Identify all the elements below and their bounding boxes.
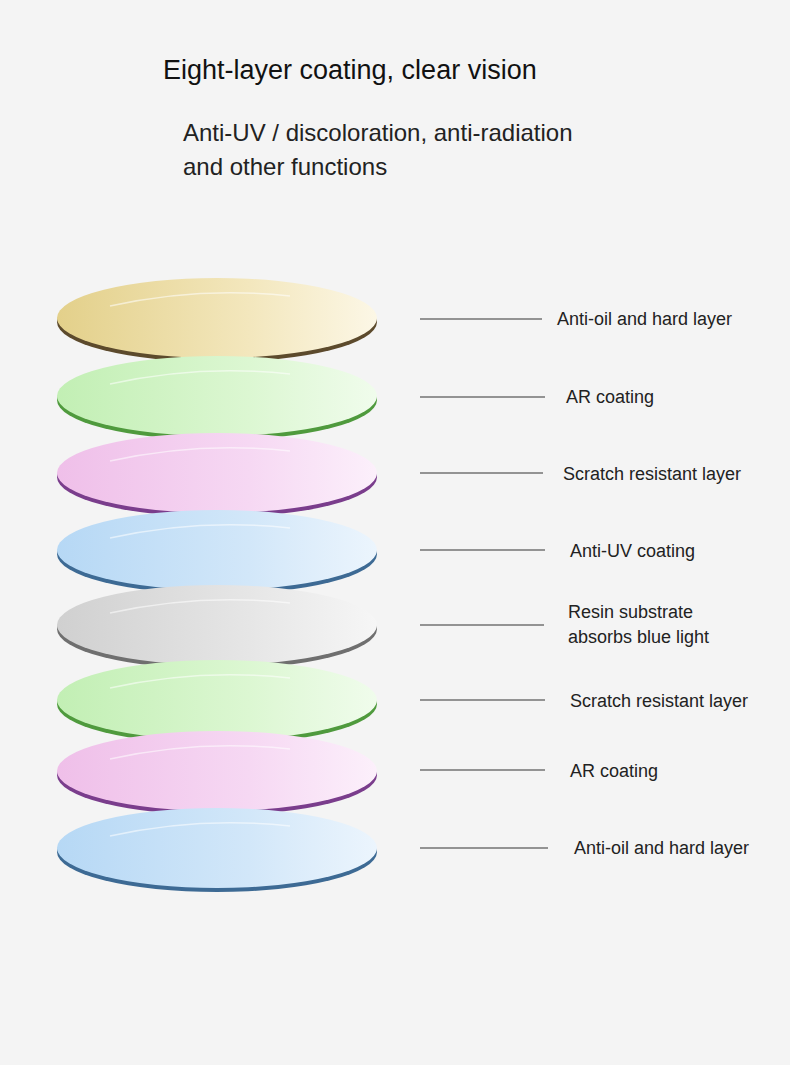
disc-highlights	[110, 293, 290, 836]
layer-label: Resin substrate absorbs blue light	[568, 600, 758, 650]
layer-label: AR coating	[566, 385, 654, 410]
disc-pink	[57, 731, 377, 811]
layer-label: Anti-UV coating	[570, 539, 695, 564]
disc-gold	[57, 278, 377, 358]
layer-label: Anti-oil and hard layer	[557, 307, 732, 332]
page-title: Eight-layer coating, clear vision	[163, 55, 537, 86]
layer-label: Scratch resistant layer	[563, 462, 741, 487]
disc-blue	[57, 808, 377, 888]
leader-lines	[420, 319, 548, 848]
layer-label: AR coating	[570, 759, 658, 784]
disc-blue	[57, 510, 377, 590]
disc-green	[57, 660, 377, 740]
subtitle: Anti-UV / discoloration, anti-radiation …	[183, 116, 583, 184]
layer-label: Anti-oil and hard layer	[574, 836, 749, 861]
disc-green	[57, 356, 377, 436]
disc-pink	[57, 433, 377, 513]
lens-discs	[57, 278, 377, 892]
layer-label: Scratch resistant layer	[570, 689, 748, 714]
disc-grey	[57, 585, 377, 665]
